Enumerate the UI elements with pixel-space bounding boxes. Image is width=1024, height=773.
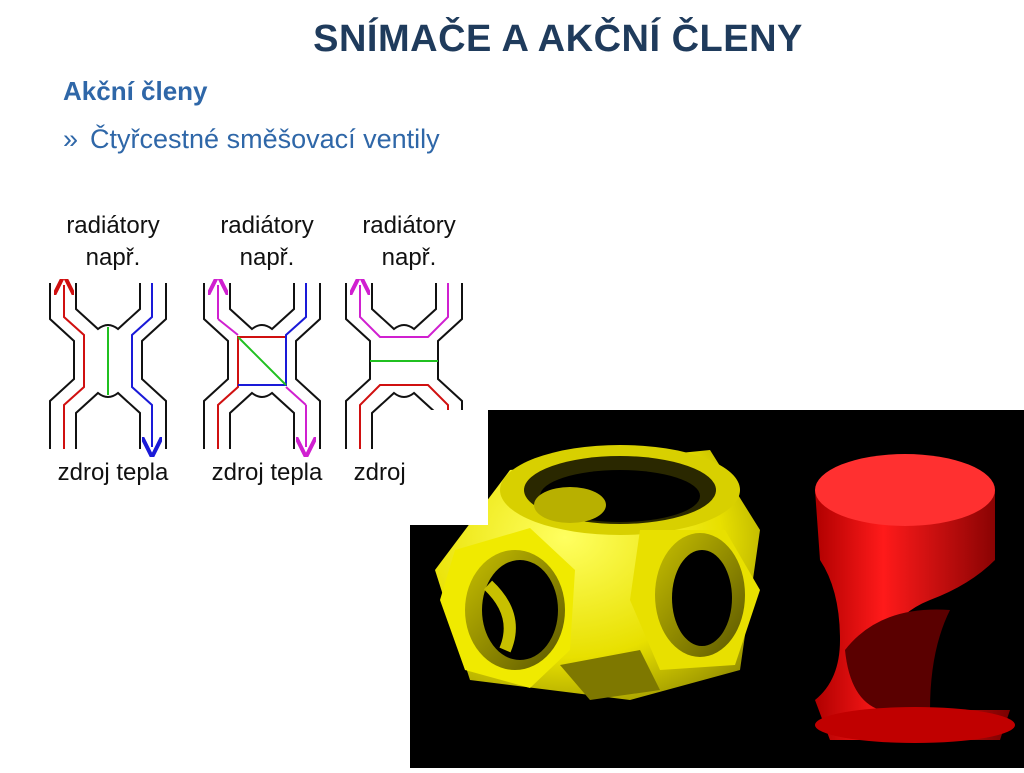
bullet-item: » Čtyřcestné směšovací ventily bbox=[63, 124, 440, 155]
page-title: SNÍMAČE A AKČNÍ ČLENY bbox=[313, 18, 803, 60]
render-cutout bbox=[410, 410, 488, 525]
valve-diagram-1: radiátory např. zdroj tepla bbox=[40, 205, 186, 495]
valve-diagram-2: radiátory např. zdroj tepla bbox=[194, 205, 340, 495]
diagram-top-label: radiátory např. bbox=[362, 212, 456, 271]
bullet-mark: » bbox=[63, 124, 79, 154]
diagram-top-label: radiátory např. bbox=[66, 212, 160, 271]
valve-schematic-mixing bbox=[203, 279, 321, 459]
section-subtitle: Akční členy bbox=[63, 76, 208, 106]
valve-body-yellow bbox=[435, 445, 760, 700]
diagram-bottom-label: zdroj tepla bbox=[211, 459, 323, 486]
valve-actuator-red bbox=[815, 454, 1015, 743]
bullet-text: Čtyřcestné směšovací ventily bbox=[90, 124, 440, 154]
valve-schematic-straight bbox=[49, 279, 167, 459]
diagram-top-label: radiátory např. bbox=[220, 212, 314, 271]
valve-3d-render bbox=[410, 410, 1024, 768]
diagram-bottom-label: zdroj tepla bbox=[57, 459, 169, 486]
valve-3d-illustration bbox=[435, 445, 1015, 743]
